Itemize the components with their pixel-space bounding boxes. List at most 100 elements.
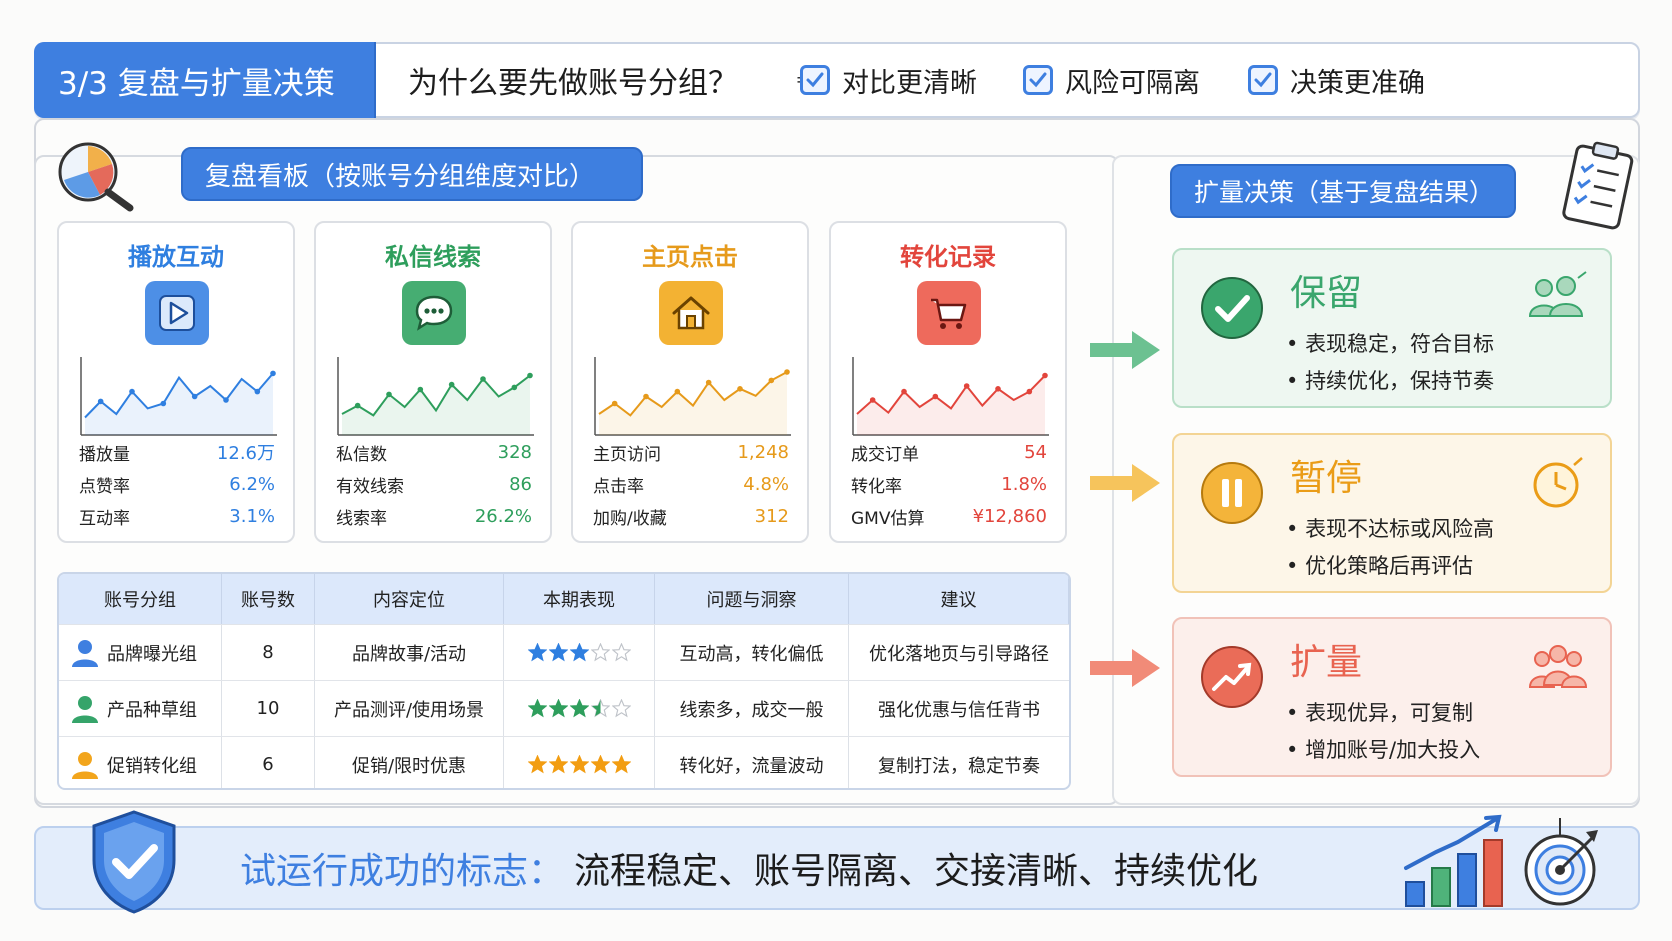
group-name: 品牌曝光组 <box>107 643 197 665</box>
timer-clock-icon <box>1533 457 1583 508</box>
trend-point <box>643 393 649 400</box>
star-icon <box>527 699 547 718</box>
trend-point <box>1042 372 1048 379</box>
star-icon <box>590 699 610 718</box>
checkbox-icon <box>1248 65 1278 95</box>
content-position: 产品测评/使用场景 <box>315 681 504 736</box>
table-row: 产品种草组 10 产品测评/使用场景 线索多，成交一般 强化优惠与信任背书 <box>59 680 1069 736</box>
rating-stars <box>527 699 631 718</box>
column-header: 内容定位 <box>315 574 504 624</box>
check-item-compare: 对比更清晰 <box>800 44 977 116</box>
trend-line <box>598 371 788 417</box>
trend-area <box>342 375 530 435</box>
star-icon <box>527 755 547 774</box>
star-icon <box>527 643 547 662</box>
footer-body: 流程稳定、账号隔离、交接清晰、持续优化 <box>574 851 1259 892</box>
metric-row: GMV估算¥12,860 <box>851 505 1047 529</box>
star-icon <box>569 755 589 774</box>
bullet-item: 持续优化，保持节奏 <box>1286 363 1494 400</box>
advice: 优化落地页与引导路径 <box>869 643 1049 665</box>
trend-point <box>191 393 198 400</box>
trend-point <box>386 391 392 398</box>
step-badge: 3/3 复盘与扩量决策 <box>34 42 376 118</box>
trend-point <box>511 384 518 391</box>
team-users-icon <box>1528 271 1587 317</box>
message-icon <box>402 281 466 345</box>
arrow-right-icon <box>1090 649 1160 687</box>
bullet-item: 表现不达标或风险高 <box>1286 511 1494 548</box>
star-icon <box>611 755 631 774</box>
bullet-item: 优化策略后再评估 <box>1286 548 1494 585</box>
trend-area <box>857 375 1045 435</box>
column-header: 本期表现 <box>504 574 655 624</box>
trend-chart <box>594 357 791 436</box>
trend-point <box>901 388 907 395</box>
checkbox-icon <box>1023 65 1053 95</box>
trend-chart <box>80 357 277 436</box>
table-header: 账号分组 账号数 内容定位 本期表现 问题与洞察 建议 <box>59 574 1069 624</box>
metric-title: 私信线索 <box>385 243 481 271</box>
decision-card-title: 保留 <box>1290 273 1363 314</box>
insight: 线索多，成交一般 <box>655 681 849 736</box>
column-header: 账号分组 <box>59 574 222 624</box>
star-icon <box>548 643 568 662</box>
trend-point <box>963 383 970 389</box>
trend-point <box>527 372 533 379</box>
trend-point <box>97 398 104 405</box>
trend-line <box>856 374 1046 415</box>
user-avatar-icon <box>72 695 98 723</box>
trend-area <box>85 373 273 435</box>
check-circle-icon <box>1200 276 1264 340</box>
trend-point <box>160 400 167 407</box>
table-row: 品牌曝光组 8 品牌故事/活动 互动高，转化偏低 优化落地页与引导路径 <box>59 624 1069 680</box>
arrow-right-icon <box>1090 331 1160 369</box>
star-icon <box>569 643 589 662</box>
team-users-icon <box>1528 645 1588 688</box>
group-name: 产品种草组 <box>107 699 197 721</box>
decision-title: 扩量决策（基于复盘结果） <box>1170 164 1516 218</box>
group-name: 促销转化组 <box>107 755 197 777</box>
decision-bullets: 表现优异，可复制 增加账号/加大投入 <box>1286 695 1480 769</box>
analysis-magnifier-icon <box>58 142 134 212</box>
trend-point <box>254 388 261 395</box>
account-count: 10 <box>222 681 315 736</box>
check-label: 对比更清晰 <box>842 67 977 99</box>
column-header: 建议 <box>849 574 1069 624</box>
account-group-table: 账号分组 账号数 内容定位 本期表现 问题与洞察 建议 品牌曝光组 8 品牌故事… <box>57 572 1071 790</box>
cart-icon <box>917 281 981 345</box>
advice: 复制打法，稳定节奏 <box>878 755 1040 777</box>
home-icon <box>659 281 723 345</box>
decision-card-pause: 暂停 表现不达标或风险高 优化策略后再评估 <box>1172 433 1612 593</box>
trend-point <box>354 402 361 409</box>
target-icon <box>1524 818 1598 906</box>
content-position: 促销/限时优惠 <box>315 737 504 788</box>
user-avatar-icon <box>72 639 98 667</box>
header-question: 为什么要先做账号分组？ <box>408 66 738 101</box>
content-position: 品牌故事/活动 <box>315 625 504 680</box>
star-icon <box>590 755 610 774</box>
bullet-item: 表现优异，可复制 <box>1286 695 1480 732</box>
rating-stars <box>527 643 631 662</box>
bullet-item: 增加账号/加大投入 <box>1286 732 1480 769</box>
trend-chart <box>852 357 1049 436</box>
trend-chart <box>337 357 534 436</box>
trend-point <box>270 370 276 377</box>
trend-point <box>480 376 486 382</box>
trend-point <box>129 388 135 395</box>
account-count: 6 <box>222 737 315 788</box>
check-item-risk: 风险可隔离 <box>1023 44 1200 116</box>
bullet-item: 表现稳定，符合目标 <box>1286 326 1494 363</box>
arrow-right-icon <box>1090 464 1160 502</box>
header-bar: 3/3 复盘与扩量决策 为什么要先做账号分组？ ⇒ 对比更清晰 风险可隔离 决策… <box>34 42 1640 118</box>
trend-point <box>737 386 743 392</box>
trend-point <box>932 393 939 400</box>
trend-point <box>705 379 712 386</box>
insight: 互动高，转化偏低 <box>655 625 849 680</box>
